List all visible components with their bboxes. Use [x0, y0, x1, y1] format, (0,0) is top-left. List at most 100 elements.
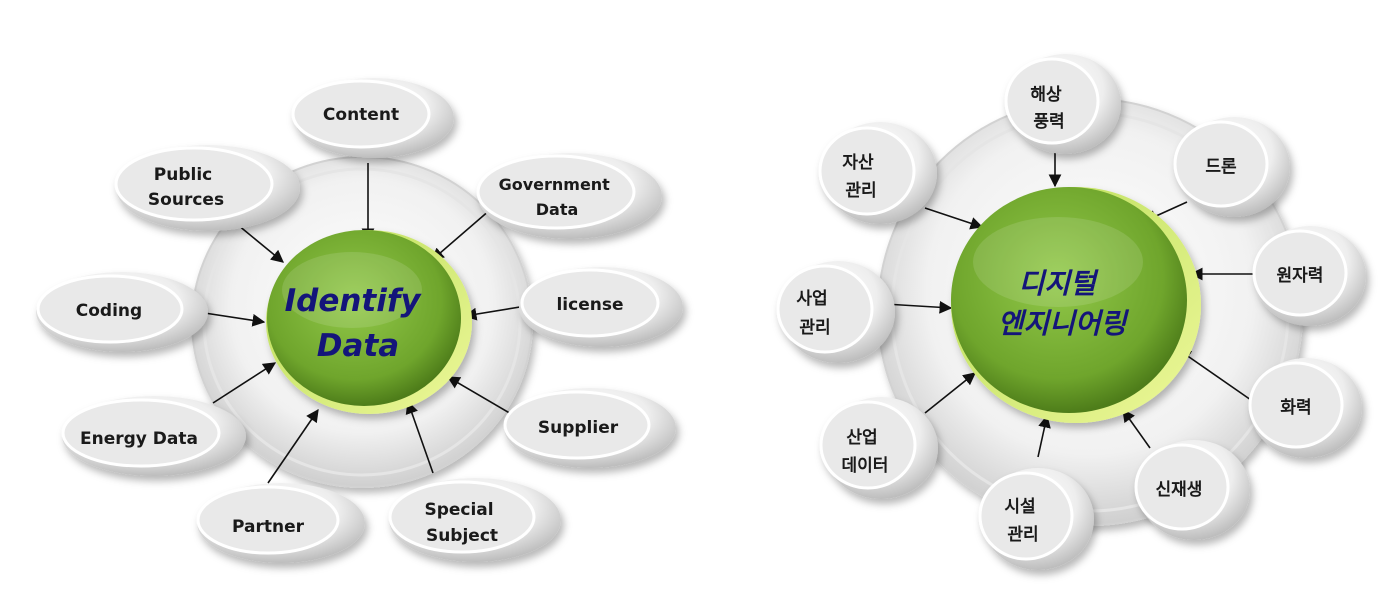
svg-text:Government Data: Government Data — [499, 175, 616, 219]
node-government-data-label-1: Government — [499, 175, 611, 194]
node-offshore-wind-label-2: 풍력 — [1033, 112, 1064, 132]
node-offshore-wind-label-1: 해상 — [1030, 85, 1062, 105]
arrow-supplier — [446, 376, 514, 416]
hub-highlight — [282, 252, 422, 328]
arrow-public-sources — [237, 224, 284, 263]
svg-text:원자력: 원자력 — [1277, 266, 1324, 286]
node-special-subject-label-1: Special — [424, 500, 493, 520]
node-special-subject-label-2: Subject — [426, 526, 498, 546]
svg-text:디지털 엔지니어링: 디지털 엔지니어링 — [998, 267, 1130, 340]
node-license-face — [520, 268, 660, 338]
svg-text:자산 관리: 자산 관리 — [842, 153, 879, 201]
arrow-partner — [267, 408, 319, 484]
node-content-face — [291, 79, 431, 149]
hub-label-line-2: 엔지니어링 — [998, 307, 1130, 340]
node-supplier-label: Supplier — [538, 418, 619, 438]
node-offshore-wind-face — [1004, 57, 1100, 145]
hub-label-line-1: Identify — [285, 283, 423, 319]
node-business-management[interactable] — [776, 261, 895, 363]
svg-text:Special Subject: Special Subject — [424, 500, 499, 546]
svg-text:Supplier: Supplier — [538, 418, 619, 438]
hub-highlight — [973, 217, 1143, 307]
svg-text:해상 풍력: 해상 풍력 — [1030, 85, 1067, 132]
node-energy-data-face — [61, 398, 221, 468]
node-drone[interactable] — [1173, 117, 1290, 217]
hub: 디지털 엔지니어링 — [951, 187, 1201, 423]
hub-disc — [267, 230, 461, 406]
node-asset-management[interactable] — [818, 122, 937, 224]
svg-text:신재생: 신재생 — [1156, 480, 1203, 500]
node-special-subject[interactable] — [388, 478, 561, 562]
svg-text:Public Sources: Public Sources — [148, 165, 224, 210]
node-nuclear-label: 원자력 — [1277, 266, 1324, 286]
node-license-label: license — [556, 295, 623, 315]
node-industrial-data[interactable] — [819, 397, 938, 499]
node-coding[interactable] — [36, 272, 208, 352]
node-public-sources[interactable] — [114, 145, 300, 231]
node-industrial-data-label-1: 산업 — [846, 428, 877, 448]
svg-text:license: license — [556, 295, 623, 315]
node-renewable[interactable] — [1134, 440, 1250, 540]
node-thermal-face — [1248, 361, 1344, 449]
node-government-data-face — [476, 154, 636, 230]
node-facility-management-label-1: 시설 — [1004, 497, 1035, 517]
node-renewable-label: 신재생 — [1156, 480, 1203, 500]
node-partner[interactable] — [196, 483, 365, 563]
node-nuclear[interactable] — [1252, 226, 1366, 326]
arrow-coding — [197, 311, 266, 327]
svg-text:Energy Data: Energy Data — [80, 429, 198, 449]
node-license[interactable] — [519, 267, 683, 347]
node-nuclear-face — [1252, 229, 1348, 317]
node-asset-management-label-2: 관리 — [845, 181, 876, 201]
node-partner-face — [196, 485, 340, 555]
arrow-special-subject — [405, 400, 434, 474]
node-asset-management-label-1: 자산 — [842, 153, 874, 173]
node-facility-management-label-2: 관리 — [1007, 525, 1038, 545]
node-business-management-label-1: 사업 — [796, 289, 827, 309]
svg-text:화력: 화력 — [1280, 398, 1311, 418]
node-industrial-data-face — [819, 400, 917, 490]
node-drone-label: 드론 — [1205, 157, 1237, 177]
arrow-thermal — [1177, 349, 1252, 401]
node-public-sources-label-1: Public — [154, 165, 212, 185]
node-facility-management[interactable] — [978, 468, 1094, 570]
arrow-facility-management — [1037, 414, 1051, 458]
svg-text:Coding: Coding — [76, 301, 142, 321]
node-drone-face — [1173, 120, 1269, 208]
node-offshore-wind[interactable] — [1004, 54, 1121, 154]
node-partner-label: Partner — [232, 517, 305, 537]
node-industrial-data-label-2: 데이터 — [842, 456, 889, 476]
arrow-license — [463, 305, 527, 321]
node-business-management-face — [776, 264, 874, 354]
node-asset-management-face — [818, 126, 916, 216]
svg-text:시설 관리: 시설 관리 — [1004, 497, 1041, 545]
node-supplier[interactable] — [503, 388, 676, 468]
hub-label-line-2: Data — [317, 328, 399, 364]
node-government-data-label-2: Data — [536, 200, 579, 219]
svg-text:사업 관리: 사업 관리 — [796, 289, 833, 338]
node-business-management-label-2: 관리 — [799, 318, 830, 338]
svg-text:Partner: Partner — [232, 517, 305, 537]
arrows — [197, 163, 527, 484]
svg-text:Content: Content — [323, 105, 399, 125]
right-diagram: 디지털 엔지니어링 해상 풍력 자산 관리 드론 — [776, 54, 1366, 570]
node-facility-management-face — [978, 471, 1074, 561]
node-content[interactable] — [291, 78, 454, 158]
node-thermal-label: 화력 — [1280, 398, 1311, 418]
svg-text:드론: 드론 — [1205, 157, 1237, 177]
node-renewable-face — [1134, 443, 1230, 531]
node-supplier-face — [503, 390, 651, 460]
arrow-industrial-data — [924, 372, 976, 414]
node-government-data[interactable] — [476, 153, 662, 239]
hub-label-line-1: 디지털 — [1018, 267, 1099, 300]
node-public-sources-face — [114, 146, 274, 222]
node-energy-data-label: Energy Data — [80, 429, 198, 449]
node-thermal[interactable] — [1248, 358, 1362, 458]
arrow-renewable — [1122, 408, 1151, 449]
node-content-label: Content — [323, 105, 399, 125]
hub-disc — [951, 187, 1187, 413]
node-energy-data[interactable] — [61, 396, 246, 476]
svg-text:Identify Data: Identify Data — [285, 283, 432, 364]
arrow-business-management — [884, 300, 953, 314]
node-public-sources-label-2: Sources — [148, 190, 224, 210]
